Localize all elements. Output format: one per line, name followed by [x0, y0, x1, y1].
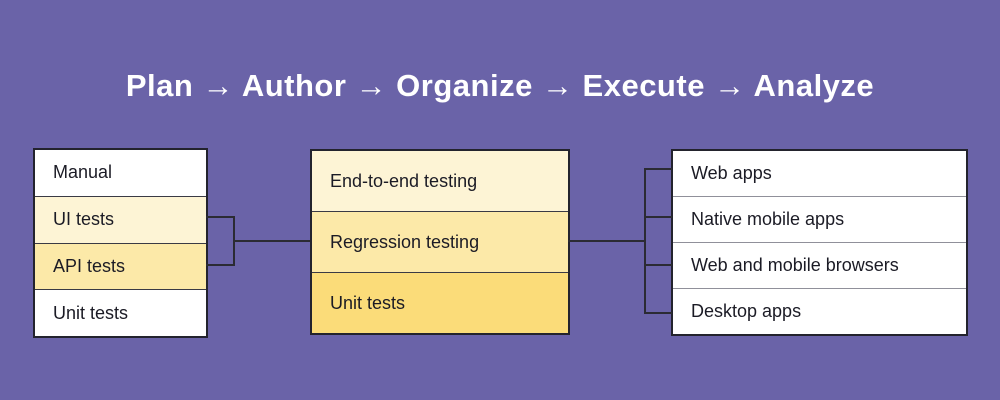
list-item: Desktop apps	[673, 288, 966, 334]
connector-line	[644, 168, 646, 314]
connector-line	[568, 240, 646, 242]
list-item: Regression testing	[312, 211, 568, 272]
connector-line	[233, 240, 310, 242]
testing-kinds-list: End-to-end testing Regression testing Un…	[310, 149, 570, 335]
list-item: Web apps	[673, 151, 966, 196]
connector-line	[644, 216, 672, 218]
workflow-title: Plan → Author → Organize → Execute → Ana…	[125, 68, 875, 103]
list-item: Unit tests	[35, 289, 206, 336]
platforms-list: Web apps Native mobile apps Web and mobi…	[671, 149, 968, 336]
list-item: Web and mobile browsers	[673, 242, 966, 288]
test-types-list: Manual UI tests API tests Unit tests	[33, 148, 208, 338]
list-item: API tests	[35, 242, 206, 290]
list-item: Native mobile apps	[673, 196, 966, 242]
list-item: Manual	[35, 150, 206, 196]
connector-line	[644, 264, 672, 266]
list-item: UI tests	[35, 195, 206, 243]
connector-line	[644, 312, 672, 314]
list-item: Unit tests	[312, 272, 568, 333]
list-item: End-to-end testing	[312, 151, 568, 211]
connector-line	[206, 216, 234, 218]
connector-line	[206, 264, 234, 266]
connector-line	[644, 168, 672, 170]
